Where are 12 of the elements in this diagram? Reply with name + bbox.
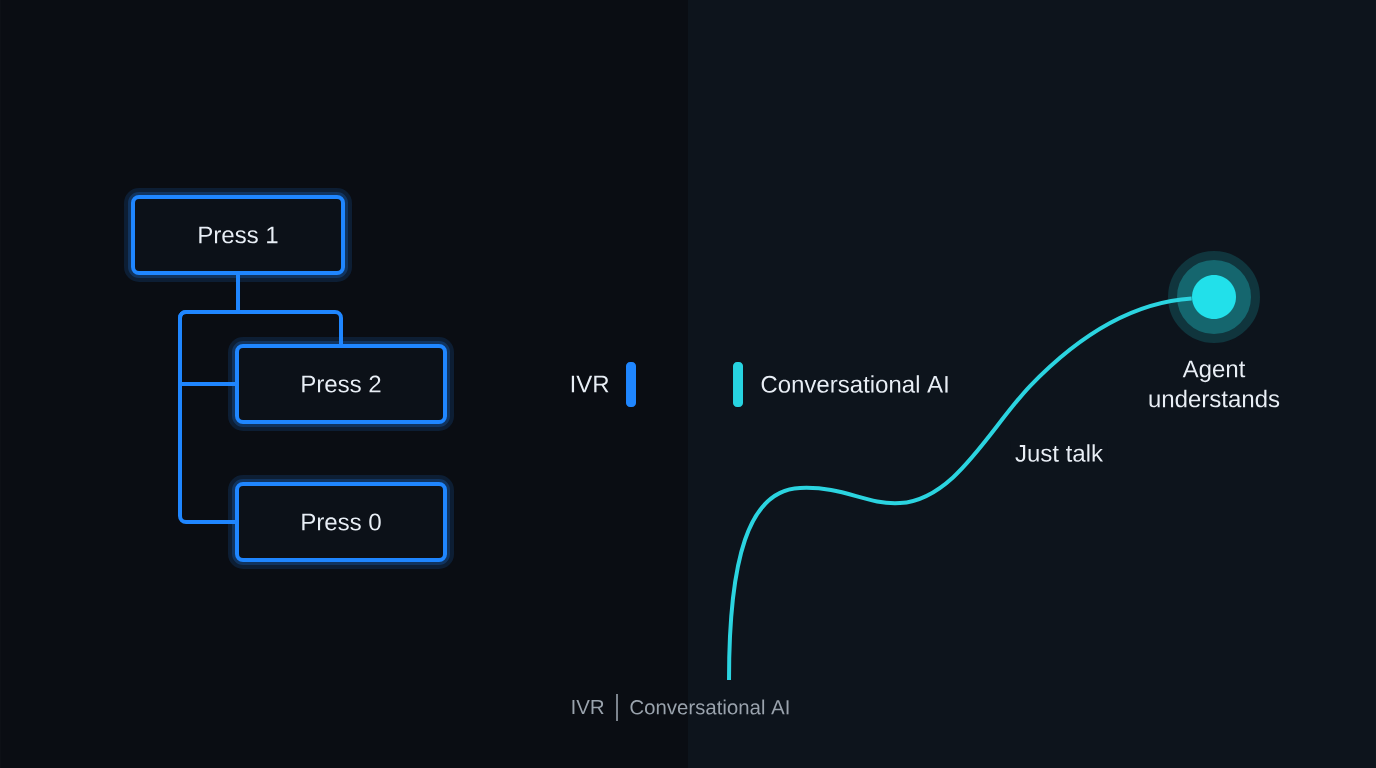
footer-text: Conversational AI <box>630 699 789 715</box>
curved-line <box>727 296 1192 681</box>
edge-label: Just talk <box>1011 440 1107 466</box>
legend-text: Conversational AI <box>761 375 948 393</box>
dot-marker <box>1168 251 1260 343</box>
node-caption: Agent understands <box>1149 360 1280 408</box>
option-box: Press 2 <box>228 337 454 431</box>
option-box: Press 0 <box>228 475 454 569</box>
option-box: Press 1 <box>124 188 352 282</box>
connector-line <box>178 275 240 524</box>
legend-text: IVR <box>571 375 609 393</box>
footer-text: IVR <box>572 700 604 715</box>
